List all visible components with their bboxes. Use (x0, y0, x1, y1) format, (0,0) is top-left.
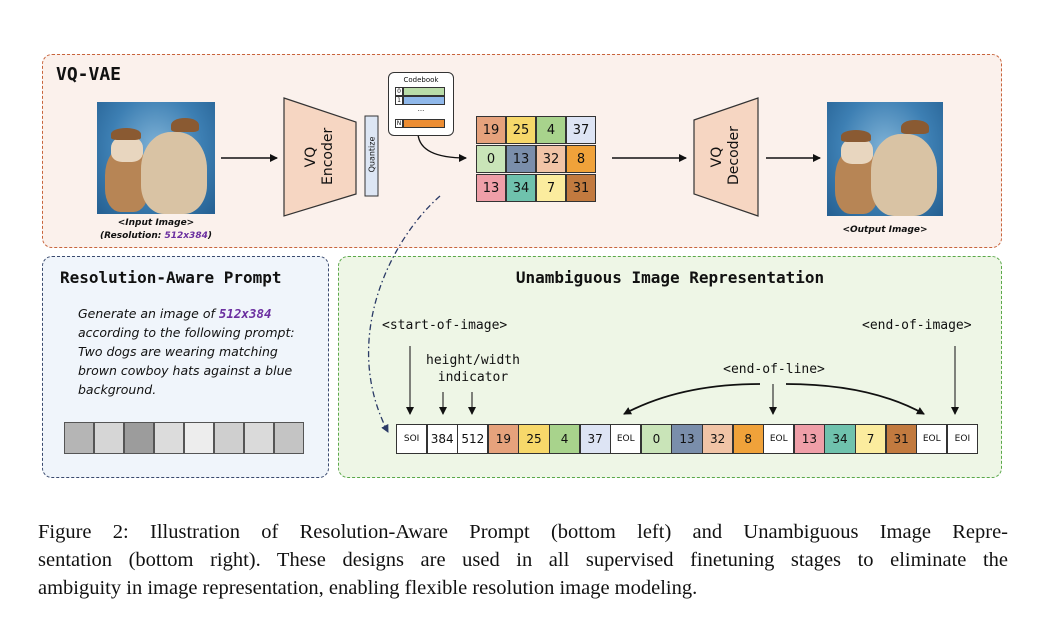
large-dog-shape (141, 132, 207, 214)
sequence-token: 34 (824, 424, 856, 454)
vq-vae-title: VQ-VAE (56, 64, 122, 85)
output-image-caption: <Output Image> (842, 225, 928, 235)
codebook-index: 1 (395, 96, 403, 105)
grid-token-cell: 37 (566, 116, 596, 144)
sequence-token: EOL (916, 424, 948, 454)
sequence-token: 13 (671, 424, 703, 454)
encoder-trapezoid (283, 97, 357, 217)
prompt-title: Resolution-Aware Prompt (60, 268, 282, 287)
prompt-line-1: Generate an image of 512x384 (78, 306, 272, 321)
grid-token-cell: 32 (536, 145, 566, 173)
hw-label-line-1: height/width (426, 353, 520, 368)
prompt-embedding-cell (184, 422, 214, 454)
output-large-dog-shape (871, 134, 937, 216)
sequence-token: 0 (640, 424, 672, 454)
prompt-line-4: brown cowboy hats against a blue (78, 363, 293, 378)
arrow-codebook-to-grid (417, 133, 467, 162)
sequence-token: 512 (457, 424, 489, 454)
resolution-caption: (Resolution: 512x384) (100, 231, 212, 241)
prompt-embedding-cell (154, 422, 184, 454)
grid-token-cell: 0 (476, 145, 506, 173)
prompt-line-2: according to the following prompt: (78, 325, 295, 340)
sequence-token: EOI (946, 424, 978, 454)
caption-line-3: ambiguity in image representation, enabl… (38, 577, 698, 599)
sequence-token: 7 (855, 424, 887, 454)
codebook-index: 0 (395, 87, 403, 96)
codebook-vector (403, 87, 445, 96)
prompt-embedding-cell (274, 422, 304, 454)
codebook: Codebook 0 1 ... N (388, 72, 454, 136)
codebook-vector (403, 96, 445, 105)
arrow-eol-left (623, 383, 761, 415)
decoder-trapezoid (693, 97, 759, 217)
sequence-token: SOI (396, 424, 428, 454)
encoder-label: VQ Encoder (303, 127, 336, 185)
small-dog-hat (111, 128, 141, 140)
codebook-title: Codebook (403, 76, 439, 84)
grid-token-cell: 13 (506, 145, 536, 173)
small-dog-head (111, 136, 143, 162)
quantize-label: Quantize (367, 136, 377, 173)
sequence-token: 25 (518, 424, 550, 454)
prompt-embedding-cell (214, 422, 244, 454)
representation-title: Unambiguous Image Representation (515, 268, 825, 287)
grid-token-cell: 25 (506, 116, 536, 144)
prompt-embedding-cell (64, 422, 94, 454)
output-small-dog-head (841, 138, 873, 164)
grid-token-cell: 7 (536, 174, 566, 202)
grid-token-cell: 4 (536, 116, 566, 144)
sequence-token: 4 (549, 424, 581, 454)
hw-label-line-2: indicator (437, 370, 509, 385)
codebook-vector (403, 119, 445, 128)
height-width-indicator-label: height/width indicator (418, 352, 528, 386)
codebook-ellipsis: ... (417, 105, 425, 113)
input-image-caption: <Input Image> (117, 218, 195, 228)
end-of-image-label: <end-of-image> (862, 318, 972, 333)
output-small-dog-hat (841, 130, 871, 142)
caption-line-2: sentation (bottom right). These designs … (38, 549, 1008, 571)
resolution-value: 512x384 (164, 231, 208, 241)
sequence-token: EOL (763, 424, 795, 454)
grid-token-cell: 31 (566, 174, 596, 202)
prompt-embedding-cell (124, 422, 154, 454)
grid-token-cell: 19 (476, 116, 506, 144)
sequence-token: 31 (885, 424, 917, 454)
start-of-image-label: <start-of-image> (382, 318, 508, 333)
arrow-eol-right (785, 383, 925, 415)
prompt-text: Generate an image of 512x384 according t… (78, 304, 318, 399)
sequence-token: 13 (793, 424, 825, 454)
quantize-bar (364, 115, 379, 197)
codebook-index: N (395, 119, 403, 128)
decoder-label: VQ Decoder (709, 126, 742, 185)
grid-token-cell: 8 (566, 145, 596, 173)
prompt-embedding-cell (244, 422, 274, 454)
grid-token-cell: 13 (476, 174, 506, 202)
sequence-token: 384 (426, 424, 458, 454)
end-of-line-label: <end-of-line> (723, 362, 825, 377)
sequence-token: 32 (702, 424, 734, 454)
input-image (97, 102, 215, 214)
sequence-token: 8 (732, 424, 764, 454)
output-large-dog-hat (901, 120, 929, 134)
sequence-token: EOL (610, 424, 642, 454)
sequence-token: 37 (579, 424, 611, 454)
prompt-line-5: background. (78, 382, 157, 397)
prompt-embedding-cell (94, 422, 124, 454)
sequence-token: 19 (487, 424, 519, 454)
prompt-line-3: Two dogs are wearing matching (78, 344, 278, 359)
grid-token-cell: 34 (506, 174, 536, 202)
arrow-grid-to-tokens (367, 195, 441, 433)
output-image (827, 102, 943, 216)
figure-caption: Figure 2: Illustration of Resolution-Awa… (38, 518, 1008, 602)
caption-line-1: Figure 2: Illustration of Resolution-Awa… (38, 521, 1008, 543)
large-dog-hat (171, 118, 199, 132)
prompt-resolution: 512x384 (218, 306, 272, 321)
